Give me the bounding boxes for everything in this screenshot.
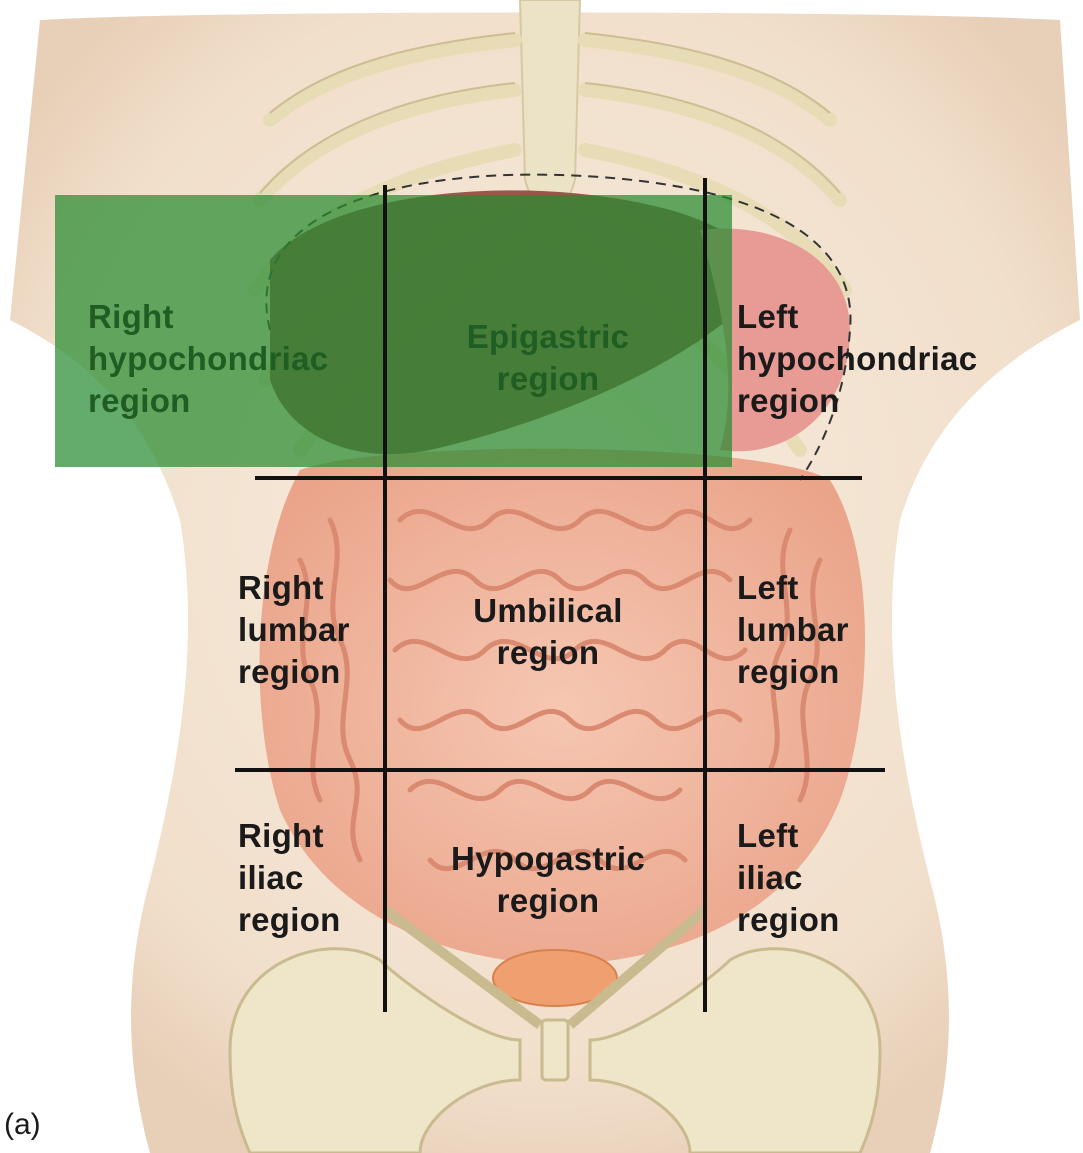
label-epigastric: Epigastric region [448, 316, 648, 400]
label-right-hypochondriac: Right hypochondriac region [88, 296, 328, 422]
label-left-hypochondriac: Left hypochondriac region [737, 296, 977, 422]
panel-label: (a) [4, 1108, 41, 1142]
label-left-iliac: Left iliac region [737, 815, 840, 941]
label-umbilical: Umbilical region [448, 590, 648, 674]
label-right-lumbar: Right lumbar region [238, 567, 350, 693]
label-hypogastric: Hypogastric region [428, 838, 668, 922]
label-right-iliac: Right iliac region [238, 815, 341, 941]
label-left-lumbar: Left lumbar region [737, 567, 849, 693]
